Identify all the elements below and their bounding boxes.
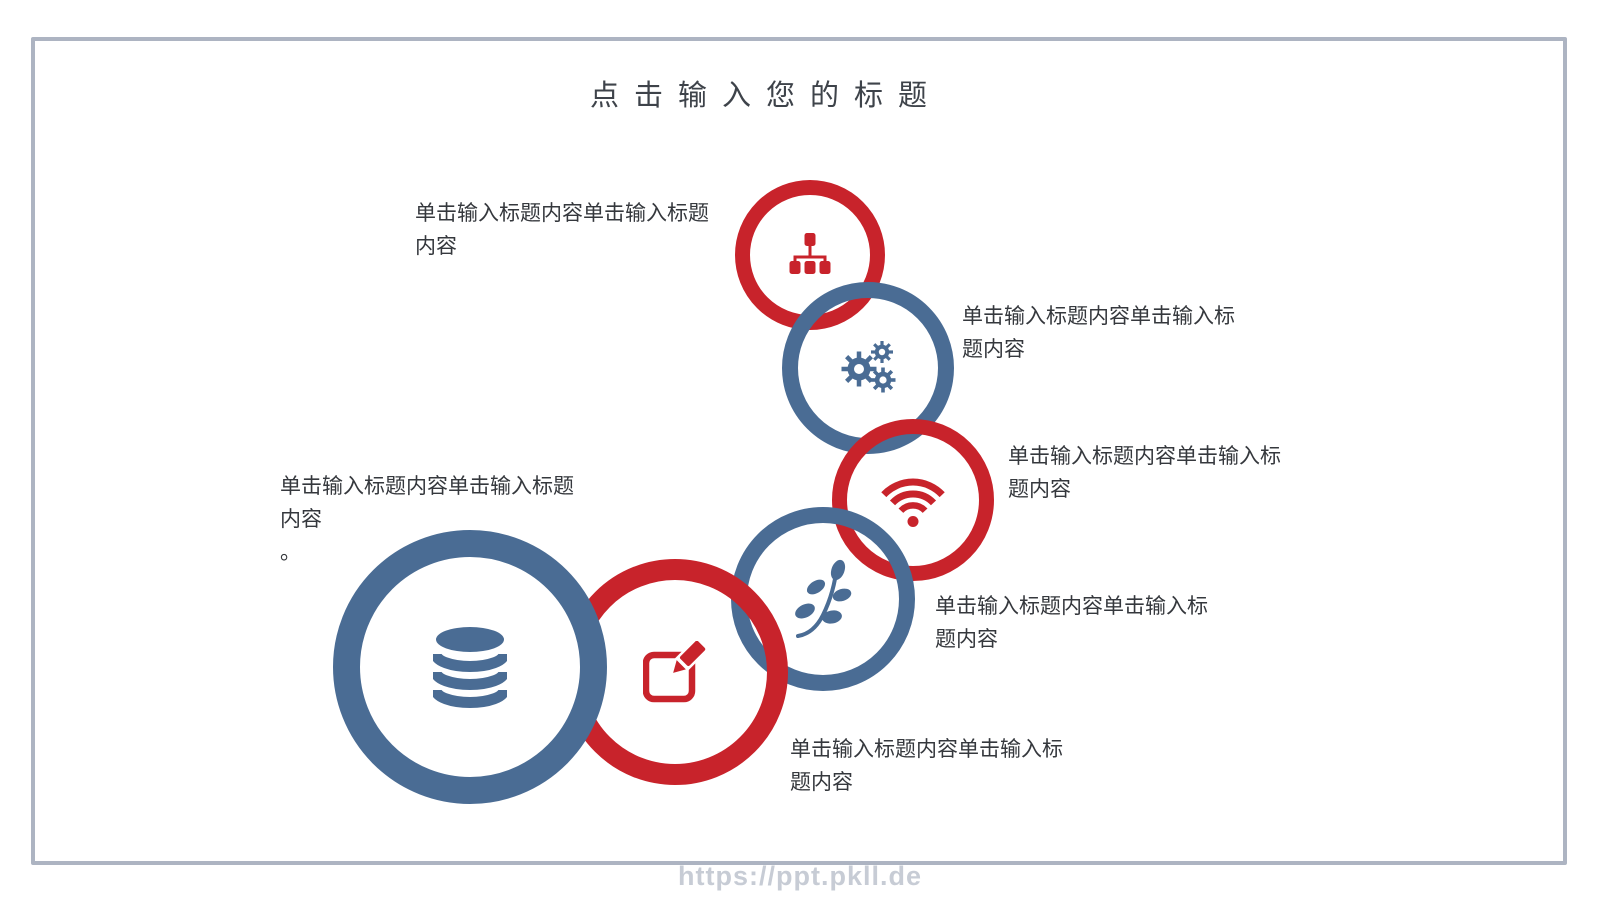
label-edit[interactable]: 单击输入标题内容单击输入标题内容: [790, 738, 1063, 794]
label-sitemap[interactable]: 单击输入标题内容单击输入标题内容: [415, 202, 709, 258]
database-icon: [433, 626, 507, 708]
label-gears[interactable]: 单击输入标题内容单击输入标题内容: [962, 305, 1235, 361]
edit-icon: [643, 641, 707, 703]
circle-database[interactable]: [333, 530, 607, 804]
sitemap-icon: [786, 233, 834, 277]
label-branch[interactable]: 单击输入标题内容单击输入标题内容: [935, 595, 1208, 651]
watermark-url: https://ppt.pkll.de: [678, 861, 922, 891]
label-database[interactable]: 单击输入标题内容单击输入标题内容 。: [280, 475, 574, 564]
branch-icon: [792, 559, 854, 639]
wifi-icon: [879, 472, 947, 528]
slide-title-placeholder[interactable]: 点击输入您的标题: [589, 80, 942, 112]
label-wifi[interactable]: 单击输入标题内容单击输入标题内容: [1008, 445, 1281, 501]
slide-frame-border: [31, 37, 1567, 865]
gears-icon: [837, 339, 899, 397]
